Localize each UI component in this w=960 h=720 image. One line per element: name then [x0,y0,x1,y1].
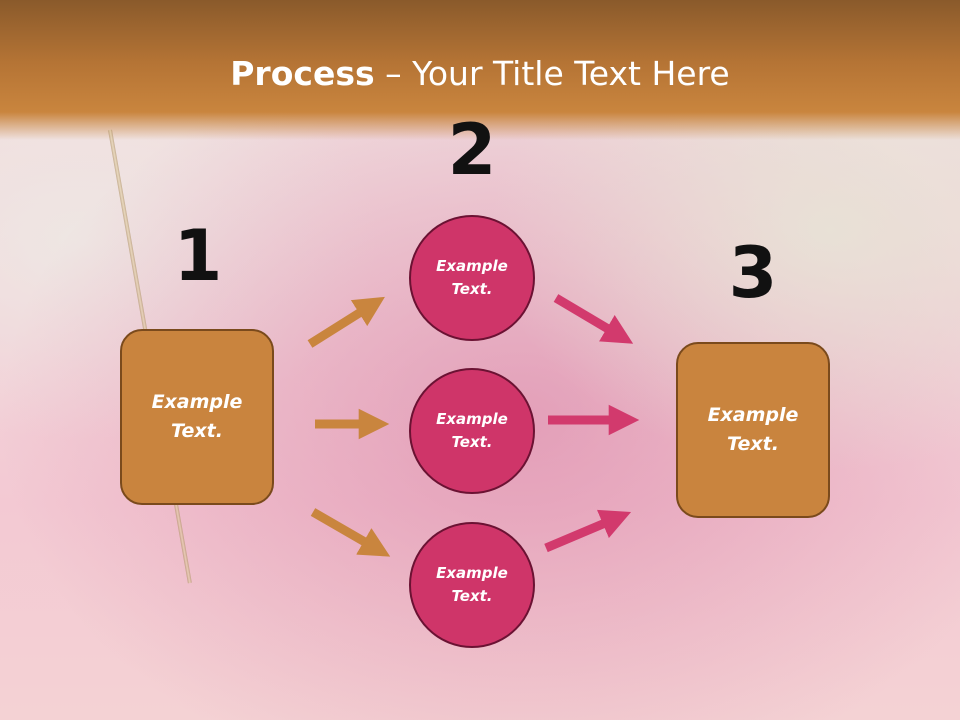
arrow-circle-bottom-to-3 [544,509,632,553]
circle-middle[interactable]: Example Text. [409,368,535,494]
step-1-box[interactable]: Example Text. [120,329,274,505]
step-2-number: 2 [447,109,497,191]
title-bold: Process [230,54,375,93]
step-3-number: 3 [728,232,778,314]
step-3-text: Example Text. [707,404,799,455]
circle-top-text: Example Text. [436,257,508,298]
title-band [0,0,960,140]
circle-bottom[interactable]: Example Text. [409,522,535,648]
arrow-1-to-circle-top [307,296,385,348]
circle-middle-text: Example Text. [436,410,508,451]
arrow-1-to-circle-bottom [310,508,391,557]
step-1-text: Example Text. [151,391,243,442]
arrow-circle-top-to-3 [553,294,634,344]
slide-title: Process – Your Title Text Here [0,52,960,96]
step-1-number: 1 [173,215,223,297]
circle-bottom-text: Example Text. [436,564,508,605]
step-3-box[interactable]: Example Text. [676,342,830,518]
title-rest: – Your Title Text Here [374,54,730,93]
circle-top[interactable]: Example Text. [409,215,535,341]
